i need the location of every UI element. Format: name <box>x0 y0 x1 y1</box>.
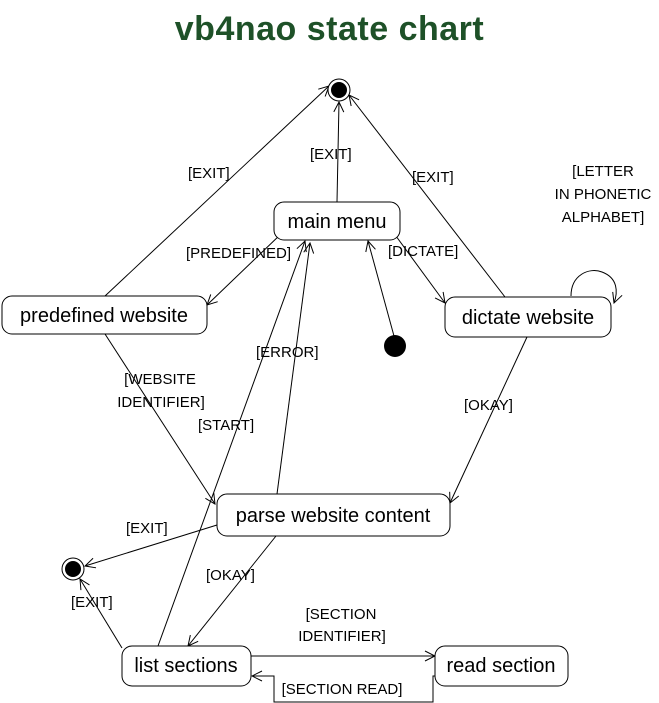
pseudo-states <box>61 78 406 581</box>
edge-letter-loop <box>570 270 616 303</box>
state-main-menu-label: main menu <box>288 211 387 233</box>
guard-section-read: [SECTION READ] <box>282 681 403 698</box>
state-read-section-box <box>434 645 569 687</box>
guard-okay-dictate: [OKAY] <box>464 397 513 414</box>
guard-section-identifier-line1: [SECTION <box>306 606 377 623</box>
state-parse-website-content: parse website content <box>216 493 451 537</box>
state-dictate-website-label: dictate website <box>462 307 594 329</box>
guard-letter-line1: [LETTER <box>572 163 634 180</box>
edge-okay-dictate <box>450 336 528 503</box>
edge-dictate-exit <box>349 95 506 298</box>
edge-parse-exit <box>85 524 218 566</box>
guard-dictate: [DICTATE] <box>388 243 458 260</box>
state-parse-website-content-label: parse website content <box>236 505 431 527</box>
guard-exit-list: [EXIT] <box>71 594 113 611</box>
final-node-top <box>327 78 351 102</box>
guard-okay-parse: [OKAY] <box>206 567 255 584</box>
state-dictate-website: dictate website <box>444 296 612 338</box>
state-main-menu: main menu <box>273 201 401 241</box>
guard-labels: [EXIT] [EXIT] [EXIT] [LETTER IN PHONETIC… <box>71 146 651 698</box>
guard-exit-main: [EXIT] <box>310 146 352 163</box>
edge-section-read <box>252 676 435 703</box>
state-predefined-website-box <box>1 295 208 335</box>
guard-start: [START] <box>198 417 254 434</box>
guard-website-identifier-line2: IDENTIFIER] <box>117 394 205 411</box>
state-parse-website-content-box <box>216 493 451 537</box>
guard-exit-parse: [EXIT] <box>126 520 168 537</box>
edge-list-exit <box>80 579 123 649</box>
state-list-sections-label: list sections <box>134 655 237 677</box>
edge-dictate <box>392 231 445 303</box>
initial-node <box>384 335 406 357</box>
state-predefined-website-label: predefined website <box>20 305 188 327</box>
state-main-menu-box <box>273 201 401 241</box>
guard-exit-predefined: [EXIT] <box>188 165 230 182</box>
state-dictate-website-box <box>444 296 612 338</box>
edge-initial <box>368 241 395 337</box>
guard-letter-line2: IN PHONETIC <box>555 186 652 203</box>
edge-main-exit <box>337 102 339 203</box>
states: main menu predefined website dictate web… <box>1 201 612 687</box>
guard-error: [ERROR] <box>256 344 319 361</box>
state-read-section: read section <box>434 645 569 687</box>
edge-okay-parse <box>188 535 277 646</box>
guard-exit-dictate: [EXIT] <box>412 169 454 186</box>
state-list-sections: list sections <box>121 645 252 687</box>
guard-predefined: [PREDEFINED] <box>186 245 291 262</box>
edge-predefined <box>207 232 283 305</box>
final-node-left-dot <box>65 561 81 577</box>
edge-error <box>276 243 310 495</box>
state-list-sections-box <box>121 645 252 687</box>
edge-predefined-exit <box>104 86 329 297</box>
edge-website-identifier <box>104 333 215 504</box>
state-read-section-label: read section <box>447 655 556 677</box>
chart-title: vb4nao state chart <box>174 10 485 48</box>
final-node-left <box>61 557 85 581</box>
guard-letter-line3: ALPHABET] <box>562 209 645 226</box>
guard-website-identifier-line1: [WEBSITE <box>124 371 196 388</box>
guard-section-identifier-line2: IDENTIFIER] <box>298 628 386 645</box>
state-predefined-website: predefined website <box>1 295 208 335</box>
transitions <box>80 86 616 703</box>
final-node-top-dot <box>331 82 347 98</box>
edge-start <box>157 241 305 647</box>
